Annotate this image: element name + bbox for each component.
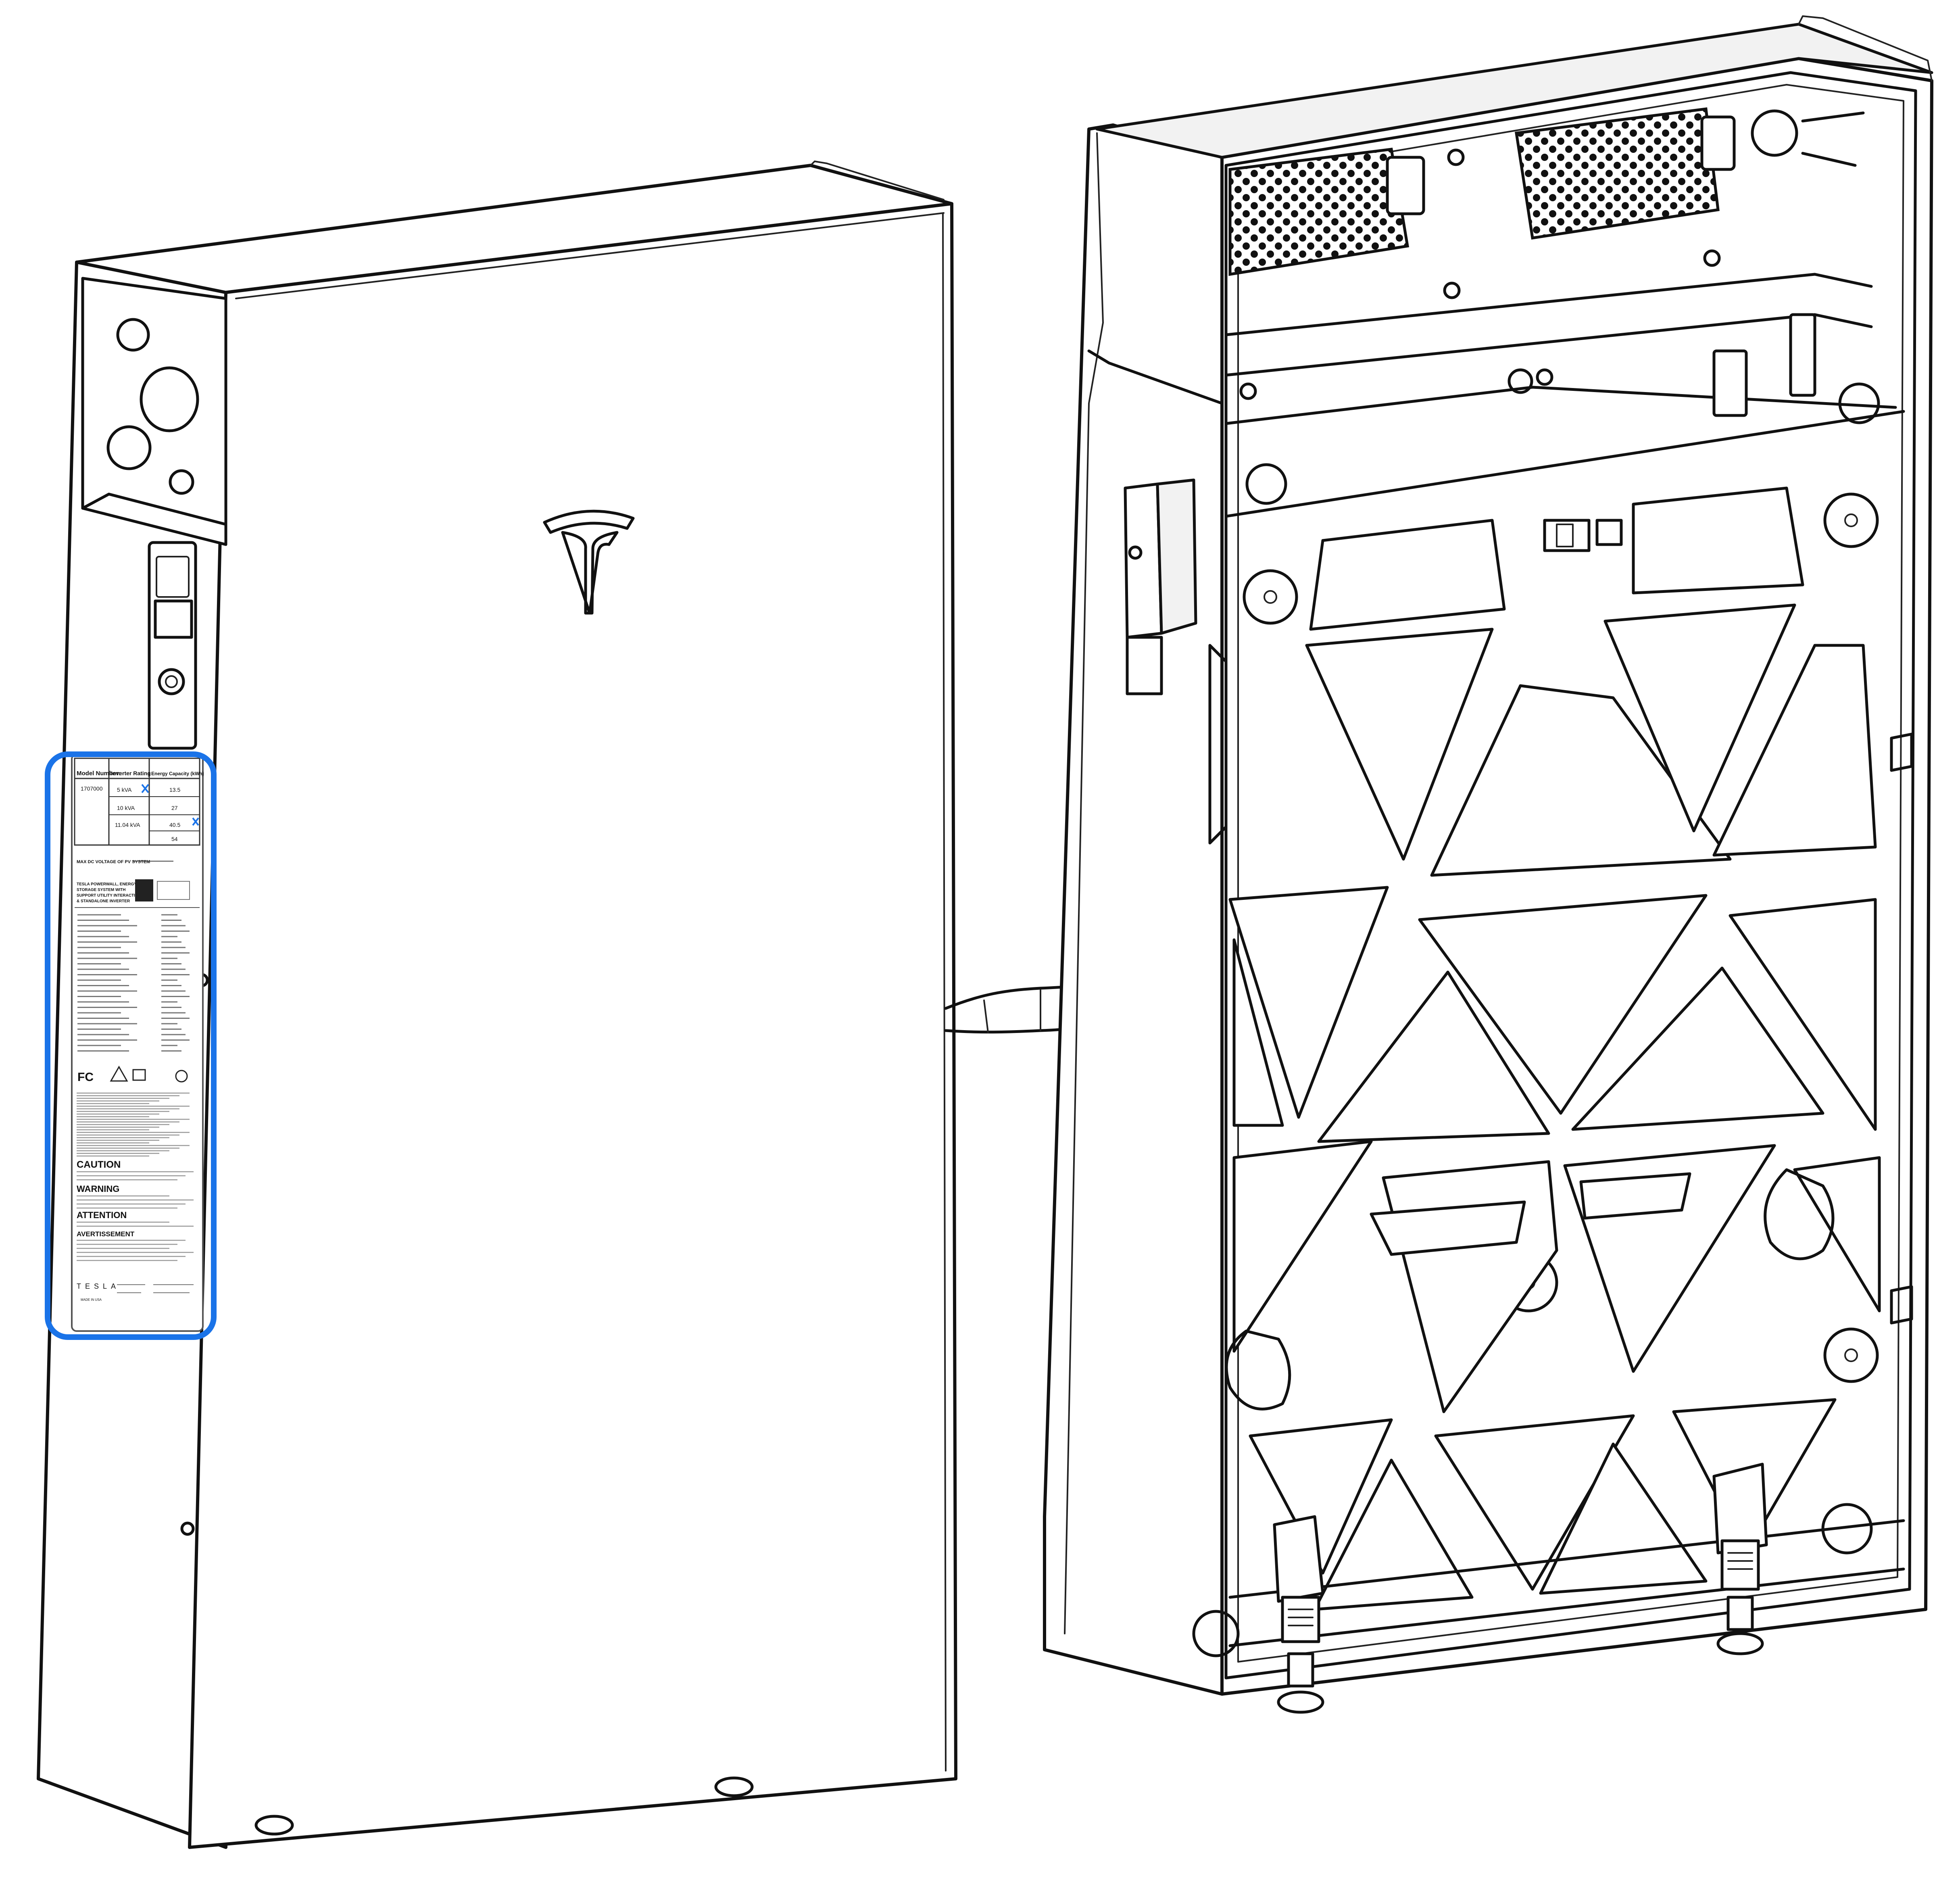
label-energy-value: 13.5 bbox=[169, 787, 180, 793]
conduit-port bbox=[140, 366, 199, 432]
label-fine-print bbox=[77, 1092, 194, 1261]
fcc-mark-icon: FC bbox=[77, 1070, 94, 1084]
conduit-port bbox=[106, 425, 152, 470]
label-energy-value: 40.5 bbox=[169, 822, 180, 828]
cable-connector bbox=[1124, 478, 1197, 695]
label-energy-value: 27 bbox=[171, 805, 178, 811]
label-avertissement: AVERTISSEMENT bbox=[77, 1230, 135, 1238]
product-label: Model Number: 1707000 Inverter Rating En… bbox=[71, 753, 204, 1332]
label-highlight bbox=[45, 751, 217, 1340]
vent-mesh-right bbox=[1514, 107, 1720, 240]
label-attention: ATTENTION bbox=[77, 1210, 127, 1220]
power-switch[interactable] bbox=[148, 541, 197, 750]
conduit-port bbox=[169, 469, 194, 495]
label-inverter-value: 5 kVA bbox=[117, 787, 132, 793]
label-max-dc: MAX DC VOLTAGE OF PV SYSTEM bbox=[77, 860, 150, 864]
label-inverter-header: Inverter Rating bbox=[111, 770, 151, 776]
label-model-number: 1707000 bbox=[81, 785, 103, 792]
conduit-port bbox=[116, 318, 150, 352]
label-energy-value: 54 bbox=[171, 836, 178, 842]
label-spec-rows bbox=[77, 914, 190, 1052]
front-unit: Model Number: 1707000 Inverter Rating En… bbox=[37, 161, 957, 1849]
leveling-foot-left[interactable] bbox=[1273, 1515, 1324, 1714]
label-inverter-value: 10 kVA bbox=[117, 805, 135, 811]
manual-icon bbox=[132, 1069, 146, 1081]
connector-plate bbox=[81, 277, 227, 546]
mount-hole bbox=[1823, 1327, 1879, 1383]
mount-hole bbox=[1823, 492, 1879, 548]
mount-hole bbox=[1243, 569, 1298, 625]
label-made-in: MADE IN USA bbox=[81, 1298, 102, 1302]
label-model-header: Model Number: bbox=[77, 770, 121, 777]
label-caution: CAUTION bbox=[77, 1159, 121, 1170]
label-energy-header: Energy Capacity (kWh) bbox=[151, 771, 204, 776]
warning-triangle-icon bbox=[110, 1065, 128, 1082]
label-inverter-value: 11.04 kVA bbox=[115, 822, 140, 828]
label-warning: WARNING bbox=[77, 1184, 119, 1194]
label-product-name: TESLA POWERWALL, ENERGY STORAGE SYSTEM W… bbox=[77, 882, 142, 904]
leveling-foot-right[interactable] bbox=[1712, 1463, 1768, 1655]
back-unit-side-shell bbox=[1043, 123, 1224, 1696]
vent-mesh-left bbox=[1228, 148, 1410, 276]
label-footer-brand: TESLA bbox=[77, 1282, 120, 1290]
back-unit bbox=[1043, 15, 1933, 1714]
tesla-logo-icon bbox=[543, 509, 635, 615]
front-unit-front-panel bbox=[188, 202, 957, 1849]
